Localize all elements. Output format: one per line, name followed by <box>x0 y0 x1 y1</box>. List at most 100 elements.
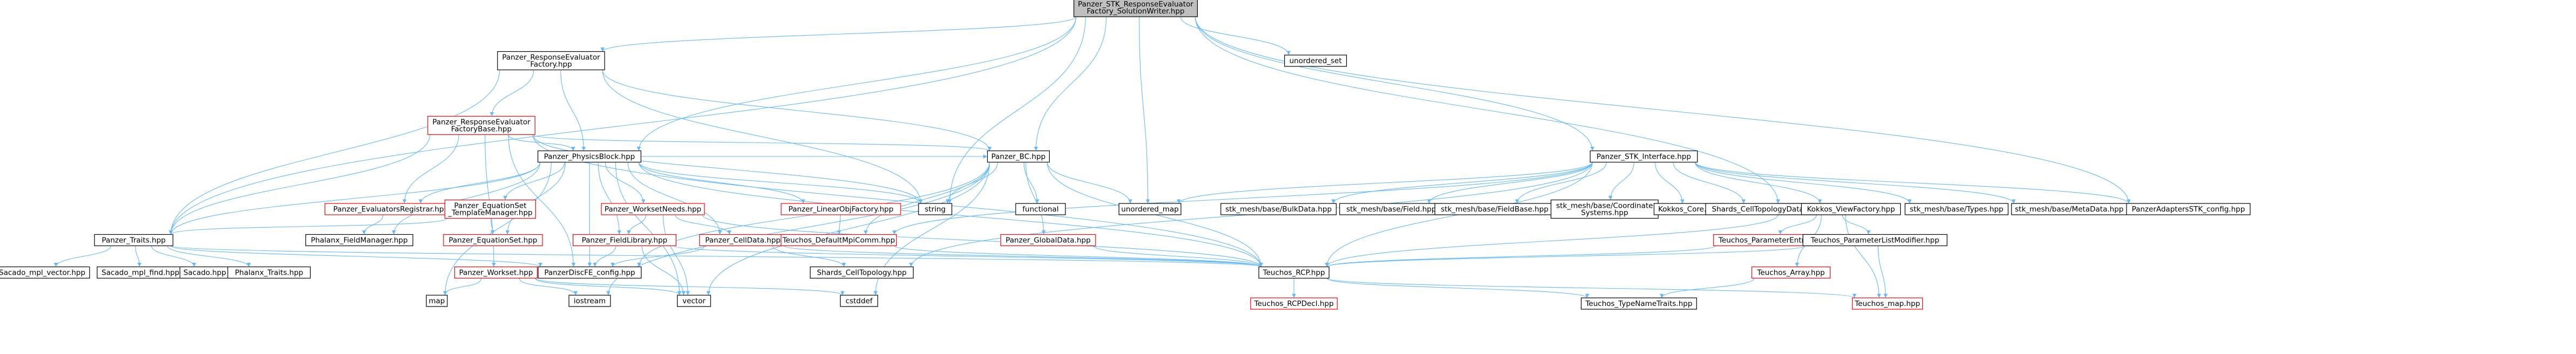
node-mpl-vector[interactable]: Sacado_mpl_vector.hpp <box>0 266 90 279</box>
node-celldata[interactable]: Panzer_CellData.hpp <box>699 234 787 247</box>
node-iostream[interactable]: iostream <box>568 295 611 307</box>
edge-stk-interface-to-unordered-map <box>1177 162 1593 204</box>
node-typename-traits[interactable]: Teuchos_TypeNameTraits.hpp <box>1581 297 1697 310</box>
edge-root-to-unordered-map <box>1139 16 1150 204</box>
node-field[interactable]: stk_mesh/base/Field.hpp <box>1339 203 1444 215</box>
edge-stk-interface-to-metadata <box>1695 162 2016 204</box>
edge-traits-to-sacado <box>151 246 197 267</box>
node-bc[interactable]: Panzer_BC.hpp <box>987 150 1050 163</box>
node-bulkdata[interactable]: stk_mesh/base/BulkData.hpp <box>1220 203 1337 215</box>
node-traits[interactable]: Panzer_Traits.hpp <box>94 234 173 247</box>
node-types[interactable]: stk_mesh/base/Types.hpp <box>1904 203 2009 215</box>
node-map[interactable]: map <box>426 295 448 307</box>
node-eqset-tm[interactable]: Panzer_EquationSet_TemplateManager.hpp <box>444 199 536 219</box>
node-box <box>443 234 543 247</box>
node-label: iostream <box>574 297 606 305</box>
node-box <box>677 295 711 307</box>
node-rcp[interactable]: Teuchos_RCP.hpp <box>1258 266 1330 279</box>
edge-root-to-bc <box>1034 16 1107 151</box>
edge-physics-block-to-eqset-tm <box>503 162 565 200</box>
node-label: Teuchos_ParameterEntry.hpp <box>1718 236 1824 245</box>
node-shards-ctd[interactable]: Shards_CellTopologyData.h <box>1705 203 1817 215</box>
node-box <box>1904 203 2009 215</box>
node-stk-interface[interactable]: Panzer_STK_Interface.hpp <box>1589 150 1698 163</box>
node-vector[interactable]: vector <box>677 295 711 307</box>
node-string[interactable]: string <box>918 203 952 215</box>
node-rcpdecl[interactable]: Teuchos_RCPDecl.hpp <box>1250 297 1338 310</box>
edge-bc-to-vector <box>706 162 990 296</box>
node-cstddef[interactable]: cstddef <box>840 295 878 307</box>
edge-rcp-to-typename-traits <box>1326 278 1589 298</box>
edge-stk-interface-to-bulkdata <box>1331 162 1593 204</box>
node-functional[interactable]: functional <box>1015 203 1066 215</box>
node-teuchos-map[interactable]: Teuchos_map.hpp <box>1852 297 1923 310</box>
node-workset-needs[interactable]: Panzer_WorksetNeeds.hpp <box>601 203 705 215</box>
node-label: Panzer_WorksetNeeds.hpp <box>605 205 701 214</box>
edge-stk-interface-to-kokkos-core <box>1654 162 1685 204</box>
node-label: Panzer_FieldLibrary.hpp <box>582 236 667 245</box>
edge-traits-to-phalanx-traits <box>167 246 251 267</box>
node-unordered-set[interactable]: unordered_set <box>1284 55 1347 67</box>
node-field-library[interactable]: Panzer_FieldLibrary.hpp <box>572 234 676 247</box>
node-box <box>497 51 605 71</box>
node-param-entry[interactable]: Teuchos_ParameterEntry.hpp <box>1713 234 1829 247</box>
node-phalanx-traits[interactable]: Phalanx_Traits.hpp <box>227 266 311 279</box>
edge-stk-interface-to-adapters <box>1695 162 2131 204</box>
edge-root-to-unordered-set <box>1180 16 1291 56</box>
node-box <box>1551 199 1659 219</box>
node-physics-block[interactable]: Panzer_PhysicsBlock.hpp <box>537 150 641 163</box>
node-box <box>809 266 914 279</box>
edge-eqset-tm-to-eqset <box>490 218 495 235</box>
node-workset[interactable]: Panzer_Workset.hpp <box>454 266 538 279</box>
node-label: stk_mesh/base/Types.hpp <box>1910 205 2003 214</box>
node-linear-obj[interactable]: Panzer_LinearObjFactory.hpp <box>781 203 901 215</box>
node-panzer-config[interactable]: PanzerDiscFE_config.hpp <box>538 266 642 279</box>
node-eval-registrar[interactable]: Panzer_EvaluatorsRegistrar.hpp <box>324 203 458 215</box>
node-label: Teuchos_TypeNameTraits.hpp <box>1585 299 1693 308</box>
node-metadata[interactable]: stk_mesh/base/MetaData.hpp <box>2011 203 2128 215</box>
edge-stk-interface-to-types <box>1695 162 1912 204</box>
node-label: Shards_CellTopology.hpp <box>817 269 907 277</box>
edge-stk-interface-to-default-mpi <box>892 162 1593 235</box>
node-label: Factory_SolutionWriter.hpp <box>1087 7 1185 16</box>
edge-physics-block-to-eval-registrar <box>418 162 541 204</box>
node-box <box>427 115 535 135</box>
node-unordered-map[interactable]: unordered_map <box>1118 203 1182 215</box>
edge-celldata-to-rcp <box>783 246 1263 267</box>
node-label: Sacado_mpl_find.hpp <box>102 269 179 277</box>
node-label: vector <box>682 297 706 305</box>
edge-param-list-to-rcp <box>1325 214 1779 267</box>
node-box <box>781 234 897 247</box>
edge-re-factory-base-to-eval-registrar <box>402 134 459 204</box>
node-label: Kokkos_ViewFactory.hpp <box>1807 205 1895 214</box>
edge-workset-needs-to-rcp <box>702 214 1263 267</box>
node-shards-ct[interactable]: Shards_CellTopology.hpp <box>809 266 914 279</box>
node-phalanx-fm[interactable]: Phalanx_FieldManager.hpp <box>305 234 413 247</box>
node-box <box>305 234 413 247</box>
node-default-mpi[interactable]: Teuchos_DefaultMpiComm.hpp <box>781 234 897 247</box>
node-eqset[interactable]: Panzer_EquationSet.hpp <box>443 234 543 247</box>
edge-re-factory-base-to-traits <box>169 134 431 235</box>
edge-bc-to-functional <box>1023 162 1039 204</box>
node-adapters[interactable]: PanzerAdaptersSTK_config.hpp <box>2126 203 2251 215</box>
node-fieldbase[interactable]: stk_mesh/base/FieldBase.hpp <box>1434 203 1555 215</box>
node-box <box>840 295 878 307</box>
node-box <box>94 234 173 247</box>
node-label: Systems.hpp <box>1581 209 1628 217</box>
edge-workset-needs-to-celldata <box>675 214 732 235</box>
node-label: Factory.hpp <box>530 60 572 69</box>
node-mpl-find[interactable]: Sacado_mpl_find.hpp <box>97 266 184 279</box>
node-globaldata[interactable]: Panzer_GlobalData.hpp <box>1000 234 1096 247</box>
edge-workset-to-cstddef <box>534 278 845 296</box>
node-kokkos-view[interactable]: Kokkos_ViewFactory.hpp <box>1801 203 1901 215</box>
edge-stk-interface-to-fieldbase <box>1515 162 1607 204</box>
node-array[interactable]: Teuchos_Array.hpp <box>1751 266 1831 279</box>
file-nodes: Panzer_STK_ResponseEvaluatorFactory_Solu… <box>0 0 2251 310</box>
node-sacado[interactable]: Sacado.hpp <box>179 266 230 279</box>
node-param-modifier[interactable]: Teuchos_ParameterListModifier.hpp <box>1802 234 1948 247</box>
node-label: stk_mesh/base/Coordinate <box>1556 202 1653 210</box>
edge-field-library-to-rcp <box>673 246 1263 267</box>
